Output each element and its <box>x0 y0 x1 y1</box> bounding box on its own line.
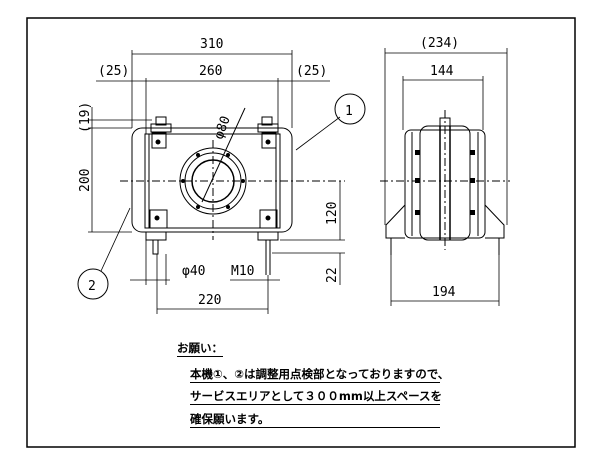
dim-144: 144 <box>430 64 454 79</box>
note-line-2: サービスエリアとして３００mm以上スペースを <box>190 389 443 405</box>
dim-260: 260 <box>199 64 222 79</box>
dim-234: (234) <box>420 36 459 51</box>
balloon-2 <box>77 268 109 300</box>
dim-310: 310 <box>200 37 223 52</box>
drawing-frame <box>26 17 576 448</box>
front-housing <box>131 127 293 233</box>
note-line-1: 本機①、②は調整用点検部となっておりますので、 <box>190 367 450 383</box>
note-title: お願い： <box>177 341 223 357</box>
balloon-1-label: 1 <box>345 104 353 119</box>
balloon-2-label: 2 <box>88 279 96 294</box>
dimension-lines <box>88 50 345 314</box>
dim-25-left: (25) <box>98 64 129 79</box>
dim-m10: M10 <box>231 264 254 279</box>
front-view: 310 260 (25) (25) (19) 200 φ80 120 22 φ4… <box>77 37 366 314</box>
note-line-3: 確保願います。 <box>190 411 440 428</box>
dim-phi80: φ80 <box>212 114 234 141</box>
side-view: (234) 144 194 <box>380 36 510 306</box>
side-dimension-lines <box>384 48 508 306</box>
dim-25-right: (25) <box>296 64 327 79</box>
dim-220: 220 <box>198 293 221 308</box>
dim-phi40: φ40 <box>182 264 205 279</box>
feet <box>145 209 279 275</box>
dim-22: 22 <box>325 267 340 283</box>
dim-120: 120 <box>325 202 340 225</box>
balloon-1 <box>334 93 366 125</box>
dim-19: (19) <box>78 102 93 133</box>
dim-200: 200 <box>78 169 93 192</box>
dim-194: 194 <box>432 285 456 300</box>
